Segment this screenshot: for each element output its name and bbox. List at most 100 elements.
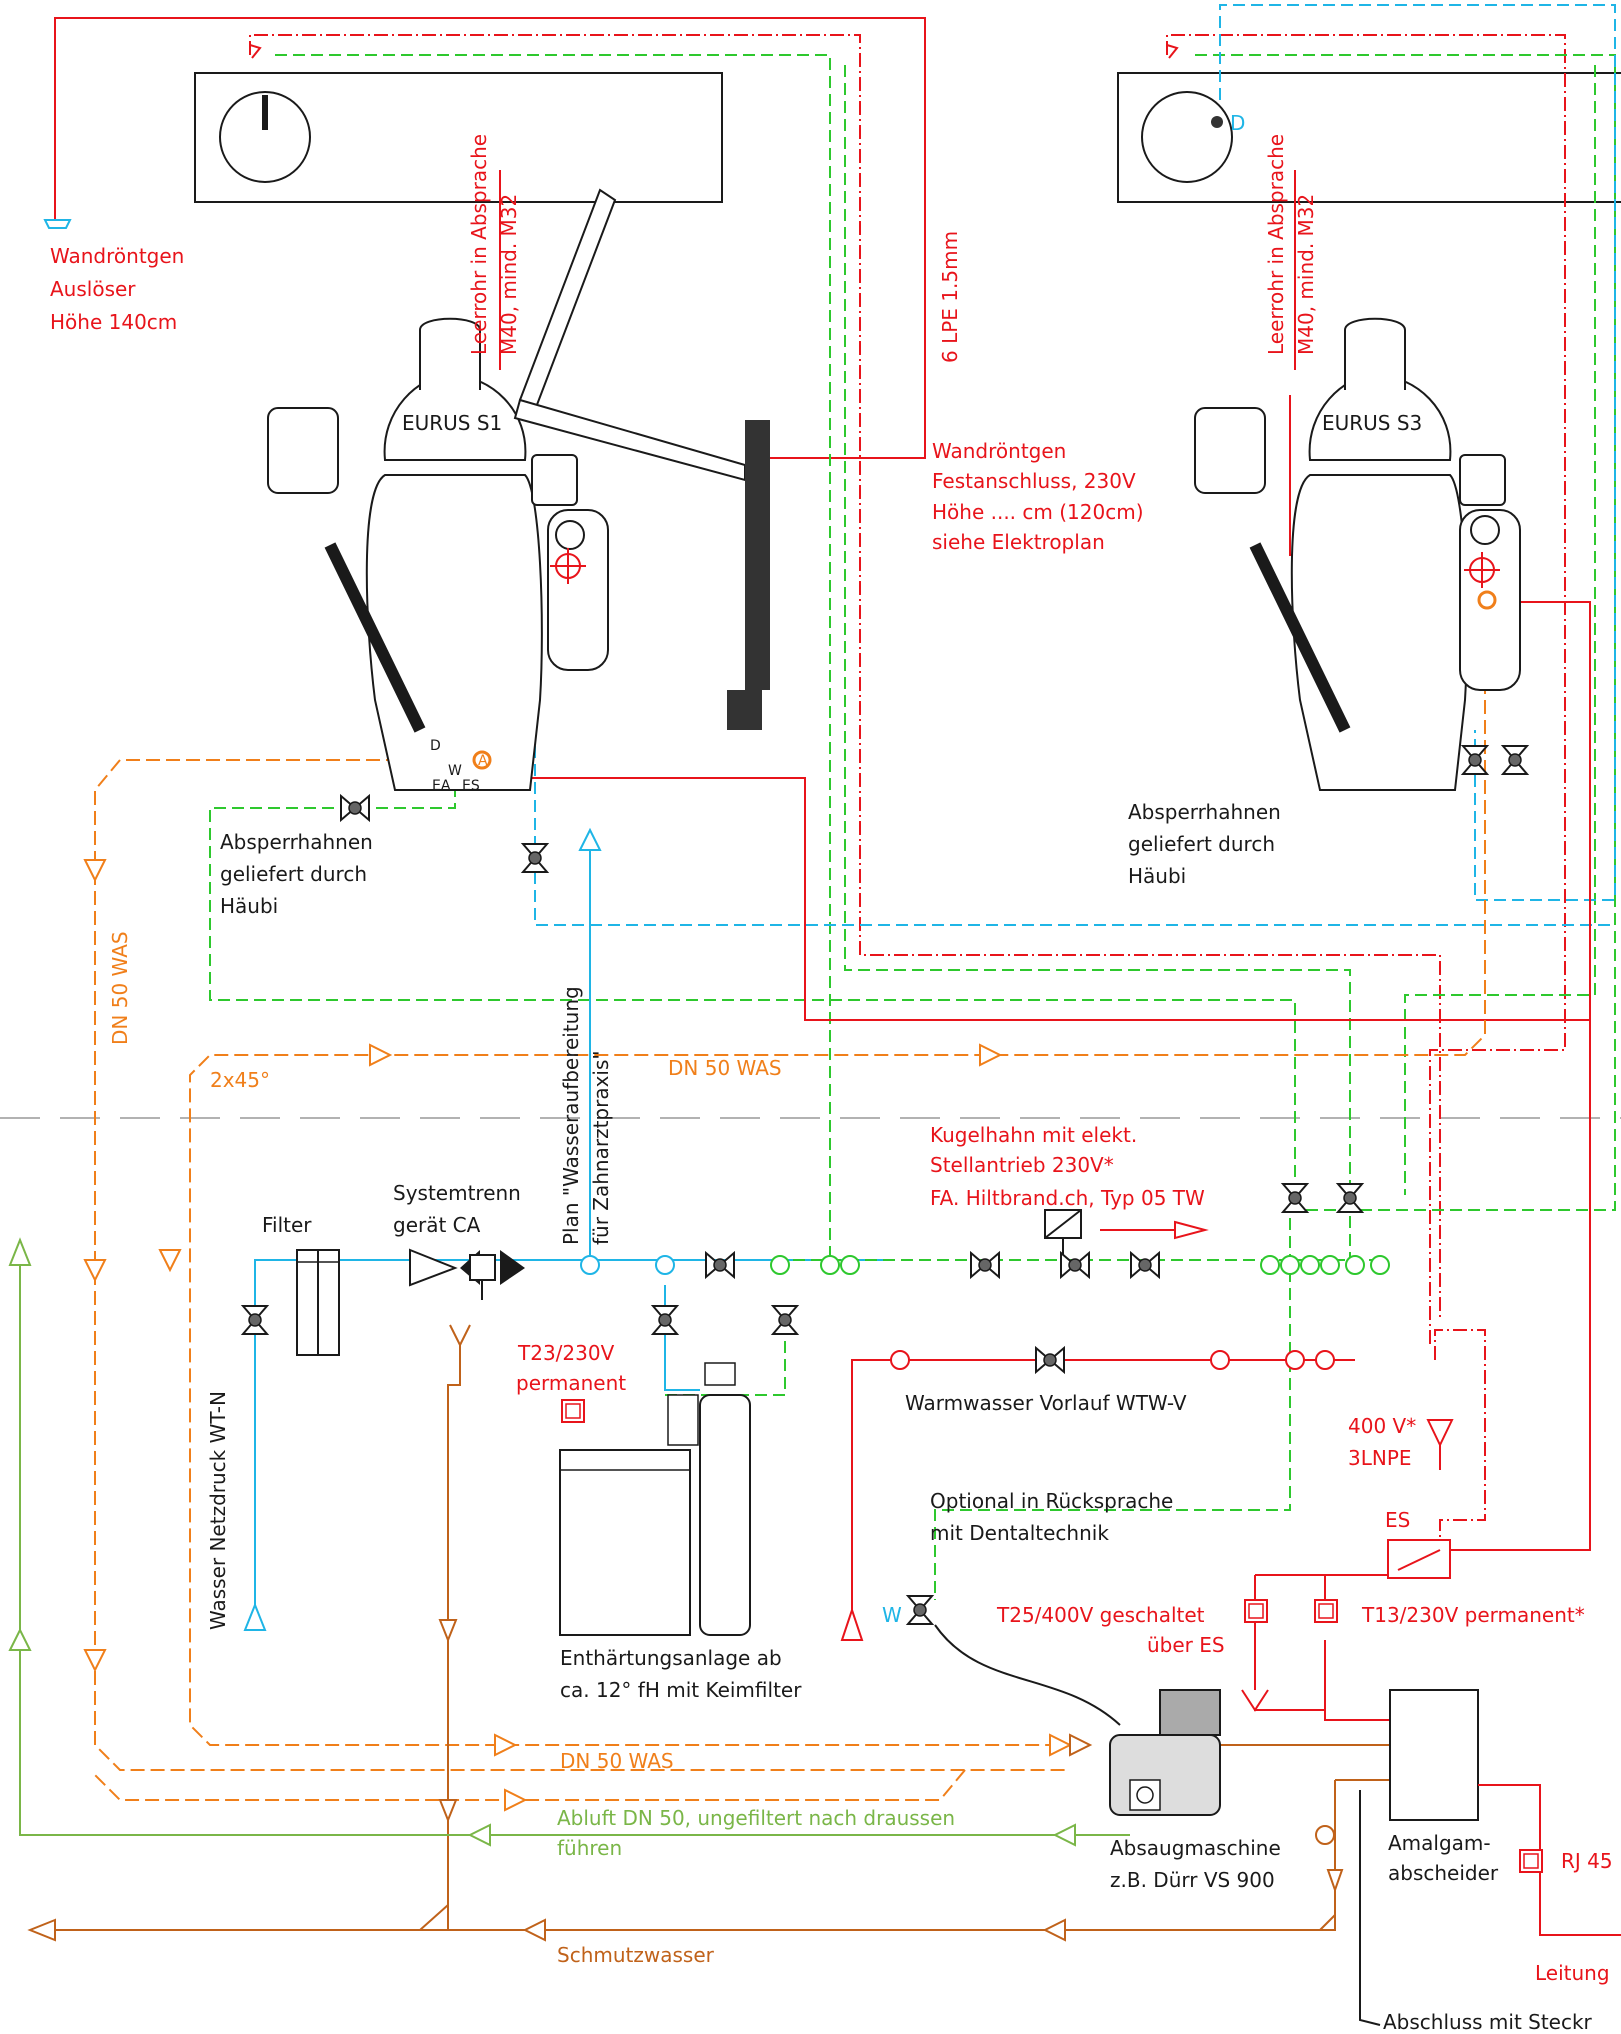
plan-water-label-2: für Zahnarztpraxis": [589, 1050, 613, 1245]
conduit-s1-label-2: M40, mind. M32: [497, 194, 521, 355]
main-valve: [242, 1305, 268, 1335]
water-main-label: Wasser Netzdruck WT-N: [206, 1391, 230, 1630]
softener-unit: [559, 1449, 691, 1636]
conduit-s3-label-1: Leerrohr in Absprache: [1264, 134, 1288, 355]
ball-valve-label-3: FA. Hiltbrand.ch, Typ 05 TW: [930, 1186, 1205, 1210]
port-ea-label: EA: [432, 778, 451, 794]
red-power-line: [504, 510, 1591, 1560]
socket-t13: [1314, 1599, 1338, 1623]
conduit-s1-label-1: Leerrohr in Absprache: [467, 134, 491, 355]
angle-label: 2x45°: [210, 1068, 270, 1092]
xray-fixed-label-3: Höhe .... cm (120cm): [932, 500, 1144, 524]
sink-s1: [219, 91, 311, 183]
xray-trigger-label-1: Wandröntgen: [50, 244, 184, 268]
dental-chair-s1: [267, 188, 746, 791]
unit-s1-label: EURUS S1: [402, 411, 502, 435]
port-w-label: W: [448, 763, 462, 779]
dental-chair-s3: [1194, 317, 1521, 791]
xray-fixed-label-1: Wandröntgen: [932, 439, 1066, 463]
t25-label-1: T25/400V geschaltet: [996, 1603, 1205, 1627]
optional-label-2: mit Dentaltechnik: [930, 1521, 1109, 1545]
softener-label-1: Enthärtungsanlage ab: [560, 1646, 782, 1670]
shutoff-valve-s1: [340, 795, 370, 821]
xray-fixed-label-2: Festanschluss, 230V: [932, 469, 1136, 493]
power-400-label-2: 3LNPE: [1348, 1446, 1412, 1470]
valve-softener-out: [772, 1305, 798, 1335]
red-dashdot-2: [1166, 34, 1566, 1345]
socket-rj45: [1519, 1849, 1543, 1873]
port-es-label: ES: [462, 778, 480, 794]
xray-trigger-label-2: Auslöser: [50, 277, 136, 301]
red-dashdot-1: [249, 34, 1441, 1320]
exhaust-line: [19, 1245, 1130, 1836]
optional-valve: [907, 1595, 933, 1625]
green-line-1: [275, 54, 831, 1258]
dn50-bottom-label: DN 50 WAS: [560, 1749, 674, 1773]
optional-label-1: Optional in Rücksprache: [930, 1489, 1173, 1513]
lpe-label: 6 LPE 1.5mm: [938, 231, 962, 363]
softener-tank: [699, 1394, 751, 1636]
warm-water-line: [851, 1359, 1355, 1615]
valve-blue-main: [705, 1252, 735, 1278]
ball-valve-electric: [1060, 1252, 1090, 1278]
t23-label-2: permanent: [516, 1371, 626, 1395]
shutoff-s1-label-3: Häubi: [220, 894, 278, 918]
xray-arm: [745, 420, 770, 690]
system-separator: [409, 1248, 458, 1287]
cable-label: Leitung: [1535, 1961, 1610, 1985]
xray-fixed-label-4: siehe Elektroplan: [932, 530, 1105, 554]
ball-valve-label-2: Stellantrieb 230V*: [930, 1153, 1114, 1177]
trigger-icon: [43, 219, 72, 229]
dn50-drain-2: [189, 660, 1486, 1746]
cabinet-s3: [1117, 72, 1621, 203]
shutoff-s1-label-1: Absperrhahnen: [220, 830, 373, 854]
sink-s3: [1141, 91, 1233, 183]
es-label: ES: [1385, 1508, 1410, 1532]
port-d-label: D: [430, 738, 441, 754]
separator-label-1: Systemtrenn: [393, 1181, 521, 1205]
t23-label-1: T23/230V: [517, 1341, 615, 1365]
valve-s3-a: [1462, 745, 1488, 775]
softener-label-2: ca. 12° fH mit Keimfilter: [560, 1678, 802, 1702]
port-a-label: A: [478, 753, 488, 769]
rj45-label: RJ 45: [1561, 1849, 1613, 1873]
plan-water-label-1: Plan "Wasseraufbereitung: [559, 986, 583, 1245]
amalgam-label-2: abscheider: [1388, 1861, 1499, 1885]
suction-machine: [1109, 1689, 1221, 1816]
shutoff-s3-label-3: Häubi: [1128, 864, 1186, 888]
valve-softener-in: [652, 1305, 678, 1335]
suction-label-2: z.B. Dürr VS 900: [1110, 1868, 1275, 1892]
dn50-drain-main: [94, 759, 1065, 1771]
valve-green-1: [1282, 1183, 1308, 1213]
valve-green-main-2: [1130, 1252, 1160, 1278]
shutoff-s3-label-1: Absperrhahnen: [1128, 800, 1281, 824]
termination-label: Abschluss mit Steckr: [1383, 2010, 1593, 2034]
ball-valve-label-1: Kugelhahn mit elekt.: [930, 1123, 1137, 1147]
green-line-2: [1195, 54, 1616, 1258]
suction-label-1: Absaugmaschine: [1110, 1836, 1281, 1860]
valve-s3-b: [1502, 745, 1528, 775]
t13-label: T13/230V permanent*: [1361, 1603, 1585, 1627]
d-label: D: [1230, 111, 1245, 135]
exhaust-label-1: Abluft DN 50, ungefiltert nach draussen: [557, 1806, 955, 1830]
valve-warm-water: [1035, 1347, 1065, 1373]
warm-water-label: Warmwasser Vorlauf WTW-V: [905, 1391, 1187, 1415]
waste-water-line: [35, 1780, 1336, 1931]
separator-label-2: gerät CA: [393, 1213, 481, 1237]
blue-valve-s1: [522, 843, 548, 873]
unit-s3-label: EURUS S3: [1322, 411, 1422, 435]
dn50-vertical-label: DN 50 WAS: [108, 931, 132, 1045]
socket-t25: [1244, 1599, 1268, 1623]
amalgam-label-1: Amalgam-: [1388, 1831, 1491, 1855]
xray-cable: [54, 17, 926, 459]
valve-green-2: [1337, 1183, 1363, 1213]
waste-label: Schmutzwasser: [557, 1943, 715, 1967]
t25-label-2: über ES: [1147, 1633, 1225, 1657]
blue-line-s3: [1219, 4, 1616, 901]
power-400-label-1: 400 V*: [1348, 1414, 1416, 1438]
shutoff-s1-label-2: geliefert durch: [220, 862, 367, 886]
xray-trigger-label-3: Höhe 140cm: [50, 310, 177, 334]
amalgam-separator: [1389, 1689, 1479, 1821]
exhaust-label-2: führen: [557, 1836, 622, 1860]
